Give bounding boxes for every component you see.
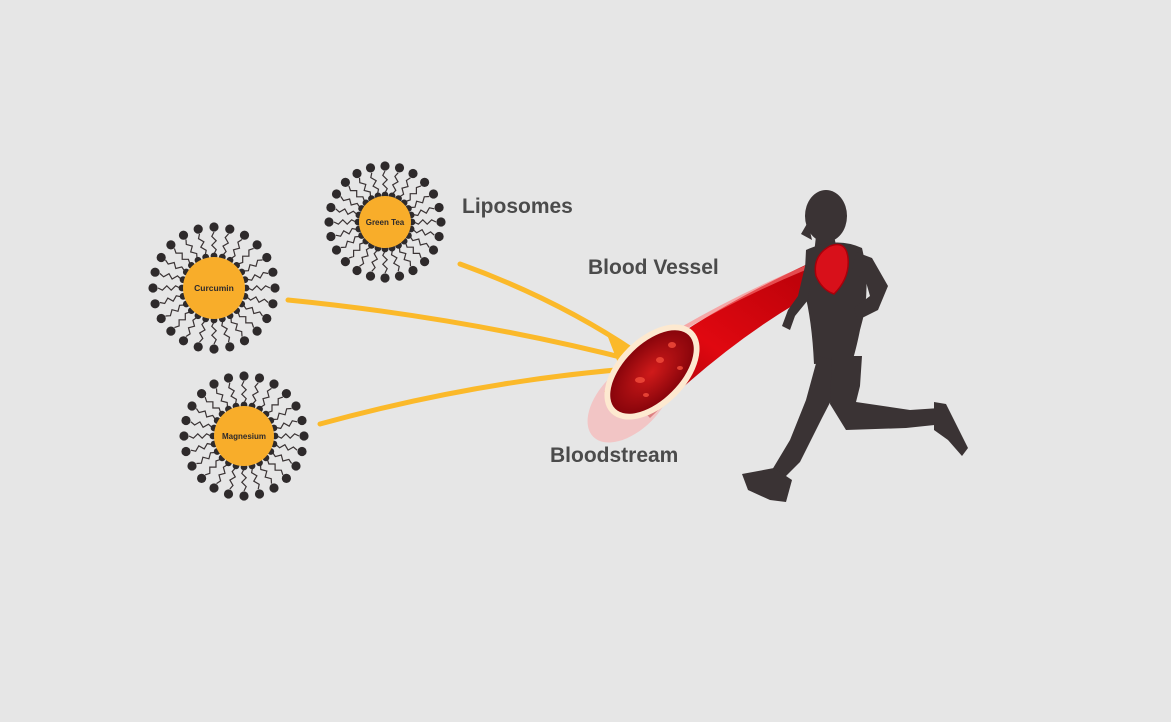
liposome-label: Curcumin xyxy=(194,283,234,293)
liposome-green-tea: Green Tea xyxy=(324,161,446,283)
liposome-label: Green Tea xyxy=(366,218,405,227)
heart-icon xyxy=(814,243,849,295)
bloodstream-label: Bloodstream xyxy=(550,444,679,467)
liposomes-label: Liposomes xyxy=(462,195,573,218)
liposome-curcumin: Curcumin xyxy=(148,222,280,354)
liposome-magnesium: Magnesium xyxy=(179,371,309,501)
running-man-silhouette-icon xyxy=(742,190,968,502)
blood-vessel-icon xyxy=(587,262,835,443)
arrow-curcumin xyxy=(285,297,643,365)
arrow-magnesium xyxy=(317,365,643,427)
liposome-label: Magnesium xyxy=(222,432,266,441)
blood-vessel-label: Blood Vessel xyxy=(588,256,719,279)
